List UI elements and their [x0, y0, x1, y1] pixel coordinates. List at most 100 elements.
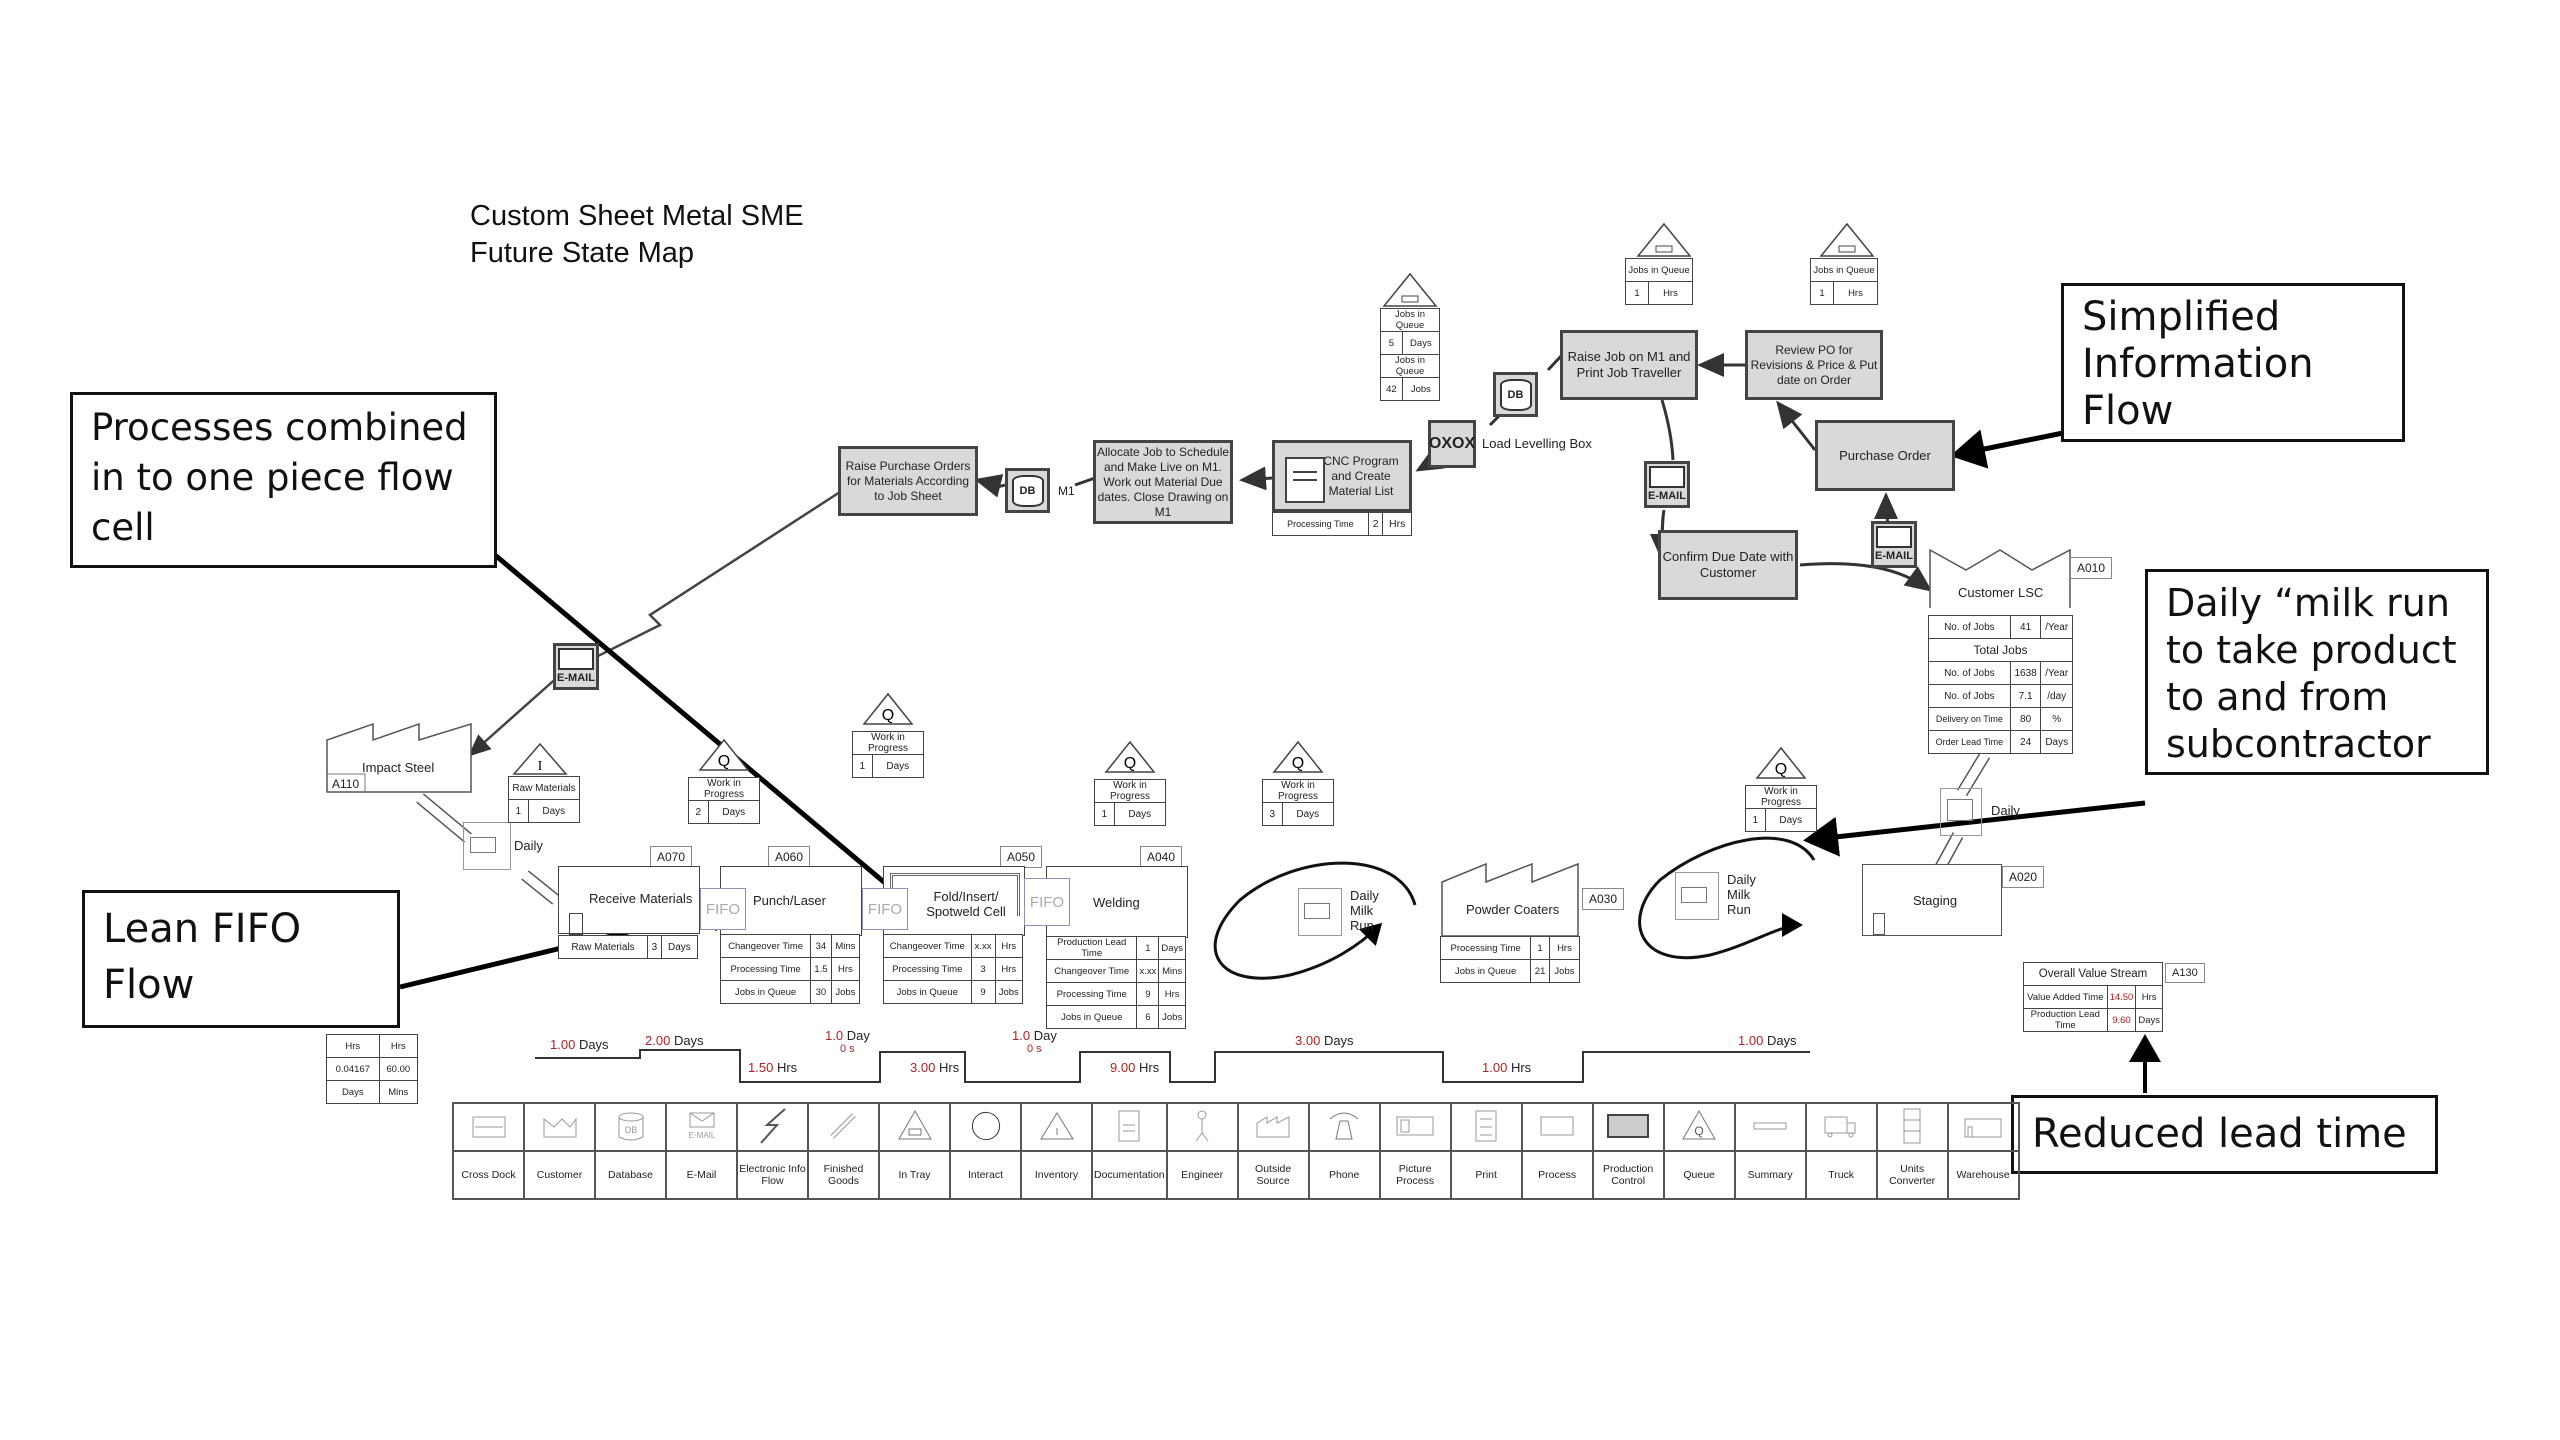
- queue-label: Work in Progress: [1094, 779, 1166, 803]
- in-tray-icon: [897, 1109, 932, 1139]
- document-icon: [1285, 457, 1325, 503]
- converter-cell: Days: [326, 1080, 380, 1104]
- receive-tag: A070: [650, 846, 693, 868]
- legend-icon-cell: DB: [594, 1102, 667, 1152]
- fifo-lane-1: FIFO: [700, 888, 746, 930]
- legend-label: Phone: [1307, 1150, 1381, 1200]
- legend-icon-cell: [1236, 1102, 1310, 1152]
- inventory-icon: I: [512, 742, 568, 775]
- legend-icon-cell: [807, 1102, 880, 1152]
- email-label: E-MAIL: [1648, 489, 1686, 502]
- info-raise-job-label: Raise Job on M1 and Print Job Traveller: [1567, 349, 1691, 380]
- queue-value: 1: [1745, 808, 1766, 832]
- electronic-info-flow-icon: [759, 1107, 786, 1144]
- info-allocate-job[interactable]: Allocate Job to Schedule and Make Live o…: [1093, 440, 1233, 524]
- legend-icon-cell: [1091, 1102, 1168, 1152]
- print-icon: [1475, 1110, 1497, 1141]
- timeline-upper-5: 3.00 Days: [1295, 1033, 1354, 1048]
- m1-label: M1: [1058, 484, 1075, 498]
- timeline-lower-4: 1.00 Hrs: [1482, 1060, 1531, 1075]
- legend-label: Cross Dock: [452, 1150, 525, 1200]
- customer-cell: %: [2040, 707, 2073, 731]
- interact-icon: [971, 1111, 1000, 1140]
- receive-cell: Raw Materials: [557, 935, 649, 959]
- summary-cell: Production Lead Time: [2023, 1008, 2108, 1032]
- timeline-value: 3.00: [1295, 1033, 1321, 1048]
- info-cnc-program[interactable]: CNC Program and Create Material List: [1272, 440, 1412, 512]
- summary-tag: A130: [2165, 963, 2205, 983]
- punch-cell: 34: [810, 934, 832, 958]
- truck-icon: [1824, 1116, 1856, 1137]
- customer-cell: Order Lead Time: [1928, 730, 2011, 754]
- callout-pointer-info: [1950, 429, 2064, 469]
- queue-label: Work in Progress: [1262, 779, 1334, 803]
- database-icon: DB: [1005, 468, 1050, 513]
- info-purchase-order[interactable]: Purchase Order: [1815, 420, 1955, 491]
- process-staging[interactable]: Staging: [1862, 864, 2002, 936]
- svg-text:Q: Q: [1124, 755, 1136, 772]
- legend-icon-cell: [1733, 1102, 1807, 1152]
- info-raise-po[interactable]: Raise Purchase Orders for Materials Acco…: [838, 446, 978, 516]
- info-review-po[interactable]: Review PO for Revisions & Price & Put da…: [1745, 330, 1883, 400]
- staging-tag: A020: [2002, 866, 2045, 888]
- in-tray-cell: Hrs: [1647, 281, 1694, 305]
- welding-cell: 1: [1136, 936, 1160, 960]
- timeline-value: 1.00: [1482, 1060, 1508, 1075]
- email-icon: E-MAIL: [553, 643, 599, 690]
- powder-cell: 1: [1530, 936, 1550, 960]
- in-tray-cell: Hrs: [1832, 281, 1879, 305]
- queue-unit: Days: [871, 754, 925, 778]
- powder-name: Powder Coaters: [1466, 902, 1560, 917]
- info-raise-job[interactable]: Raise Job on M1 and Print Job Traveller: [1560, 330, 1698, 400]
- timeline-unit: Hrs: [1510, 1060, 1532, 1075]
- legend-icon-cell: [736, 1102, 809, 1152]
- customer-cell: Days: [2040, 730, 2073, 754]
- units-converter-icon: [1903, 1108, 1921, 1143]
- in-tray-cell: Jobs in Queue: [1810, 258, 1878, 282]
- email-icon: E-MAIL: [1644, 461, 1690, 508]
- customer-cell: 1638: [2009, 661, 2042, 685]
- in-tray-icon: [1819, 222, 1875, 257]
- milk-run-label: Daily Milk Run: [1350, 888, 1379, 933]
- punch-cell: Jobs: [830, 980, 861, 1004]
- supplier-name: Impact Steel: [362, 760, 435, 775]
- legend-icon-cell: [1875, 1102, 1949, 1152]
- callout-simplified-info: Simplified Information Flow: [2061, 283, 2405, 442]
- queue-icon: Q: [1104, 740, 1156, 773]
- email-icon: E-MAIL: [1871, 521, 1917, 568]
- customer-total-label: Total Jobs: [1928, 638, 2073, 662]
- in-tray-cell: Jobs in Queue: [1625, 258, 1693, 282]
- info-confirm-due-label: Confirm Due Date with Customer: [1662, 549, 1794, 580]
- truck-icon: [1298, 888, 1342, 936]
- powder-cell: Jobs: [1548, 959, 1581, 983]
- callout-milk-run: Daily “milk run to take product to and f…: [2145, 569, 2489, 775]
- timeline-upper-2: 2.00 Days: [645, 1033, 704, 1048]
- legend-icon-cell: [1946, 1102, 2020, 1152]
- queue-unit: Days: [1281, 802, 1335, 826]
- legend-label: Process: [1520, 1150, 1594, 1200]
- welding-cell: 6: [1136, 1005, 1160, 1029]
- truck-icon: [463, 822, 511, 870]
- fold-tag: A050: [1000, 846, 1043, 868]
- callout-reduced-lead: Reduced lead time: [2011, 1095, 2438, 1174]
- in-tray-cell: 1: [1625, 281, 1649, 305]
- welding-name: Welding: [1093, 895, 1140, 910]
- process-receive-materials[interactable]: Receive Materials: [558, 866, 700, 935]
- fold-cell: 3: [970, 957, 996, 981]
- converter-cell: 0.04167: [326, 1057, 380, 1081]
- customer-cell: Delivery on Time: [1928, 707, 2011, 731]
- info-confirm-due[interactable]: Confirm Due Date with Customer: [1658, 530, 1798, 600]
- legend-label: Documentation: [1091, 1150, 1168, 1200]
- fold-cell: Hrs: [994, 957, 1024, 981]
- customer-cell: /Year: [2040, 615, 2073, 639]
- timeline-sub: 0 s: [1027, 1043, 1042, 1055]
- fold-cell: Jobs: [994, 980, 1024, 1004]
